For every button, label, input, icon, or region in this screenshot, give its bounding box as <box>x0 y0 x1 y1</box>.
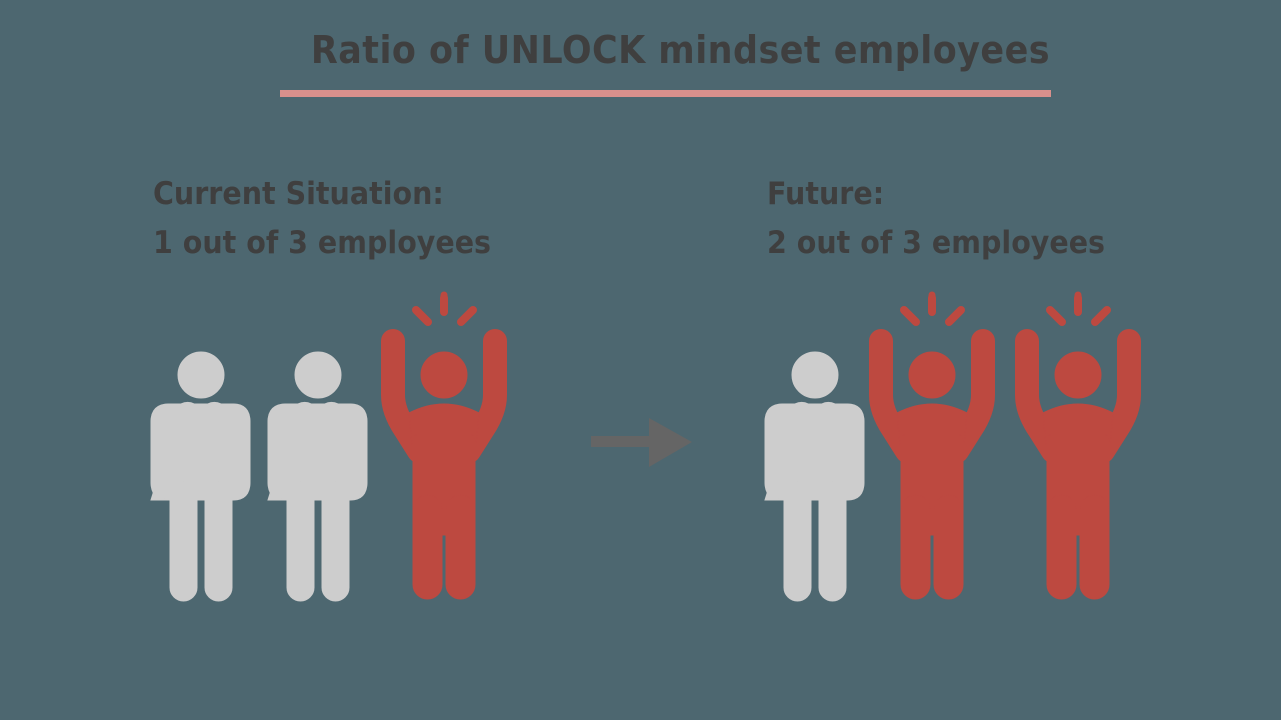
current-situation-label: Current Situation: 1 out of 3 employees <box>153 170 491 268</box>
standing-person-icon <box>267 351 368 602</box>
future-heading: Future: <box>767 176 885 212</box>
current-ratio: 1 out of 3 employees <box>153 225 492 261</box>
cheering-person-icon <box>381 295 508 601</box>
cheering-person-icon <box>1015 295 1142 601</box>
page-title: Ratio of UNLOCK mindset employees <box>310 28 1051 72</box>
standing-person-icon <box>150 351 251 602</box>
future-ratio: 2 out of 3 employees <box>767 225 1106 261</box>
standing-person-icon <box>764 351 865 602</box>
future-label: Future: 2 out of 3 employees <box>767 170 1105 268</box>
cheering-person-icon <box>869 295 996 601</box>
title-underline <box>280 90 1051 97</box>
current-heading: Current Situation: <box>153 176 444 212</box>
right-arrow-icon <box>591 418 692 467</box>
